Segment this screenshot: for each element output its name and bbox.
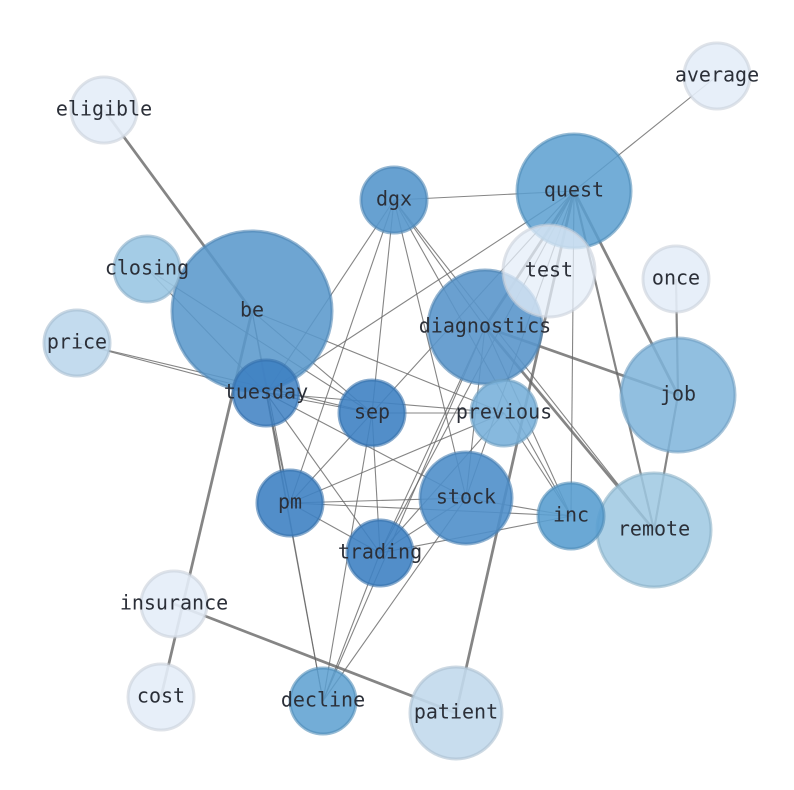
node-label-trading: trading	[338, 540, 422, 564]
node-test[interactable]	[501, 223, 597, 319]
node-label-stock: stock	[436, 485, 496, 509]
node-label-insurance: insurance	[120, 591, 228, 615]
node-label-cost: cost	[137, 684, 185, 708]
node-eligible[interactable]	[69, 75, 139, 145]
node-label-diagnostics: diagnostics	[419, 314, 551, 338]
edge-previous-pm	[289, 412, 505, 504]
node-trading[interactable]	[345, 518, 415, 588]
node-label-decline: decline	[281, 688, 365, 712]
node-pm[interactable]	[255, 468, 325, 538]
nodes-layer	[42, 41, 752, 761]
node-label-quest: quest	[544, 178, 604, 202]
node-label-remote: remote	[618, 517, 690, 541]
node-sep[interactable]	[337, 378, 407, 448]
node-label-closing: closing	[105, 256, 189, 280]
node-label-tuesday: tuesday	[224, 380, 308, 404]
node-label-job: job	[660, 382, 696, 406]
node-label-patient: patient	[414, 700, 498, 724]
node-price[interactable]	[42, 308, 112, 378]
node-previous[interactable]	[469, 378, 539, 448]
node-insurance[interactable]	[139, 569, 209, 639]
node-label-average: average	[675, 63, 759, 87]
node-decline[interactable]	[288, 666, 358, 736]
node-label-dgx: dgx	[376, 187, 412, 211]
node-label-eligible: eligible	[56, 97, 152, 121]
labels-layer: be quest diagnostics job remote stock patient t…	[47, 63, 759, 724]
edge-dgx-sep	[371, 199, 395, 414]
node-closing[interactable]	[112, 234, 182, 304]
edge-diagnostics-decline	[322, 326, 486, 702]
node-label-pm: pm	[278, 490, 302, 514]
edge-dgx-pm	[289, 199, 395, 504]
node-label-test: test	[525, 258, 573, 282]
node-label-inc: inc	[553, 503, 589, 527]
node-inc[interactable]	[536, 481, 606, 551]
node-label-be: be	[240, 298, 264, 322]
node-job[interactable]	[619, 336, 737, 454]
edge-tuesday-decline	[265, 392, 324, 702]
node-label-once: once	[652, 266, 700, 290]
node-stock[interactable]	[418, 450, 514, 546]
node-cost[interactable]	[126, 662, 196, 732]
node-once[interactable]	[641, 244, 711, 314]
node-label-price: price	[47, 330, 107, 354]
edge-insurance-patient	[173, 602, 457, 715]
node-tuesday[interactable]	[231, 358, 301, 428]
node-average[interactable]	[682, 41, 752, 111]
node-label-sep: sep	[354, 400, 390, 424]
node-label-previous: previous	[456, 400, 552, 424]
node-dgx[interactable]	[359, 165, 429, 235]
node-patient[interactable]	[408, 665, 504, 761]
